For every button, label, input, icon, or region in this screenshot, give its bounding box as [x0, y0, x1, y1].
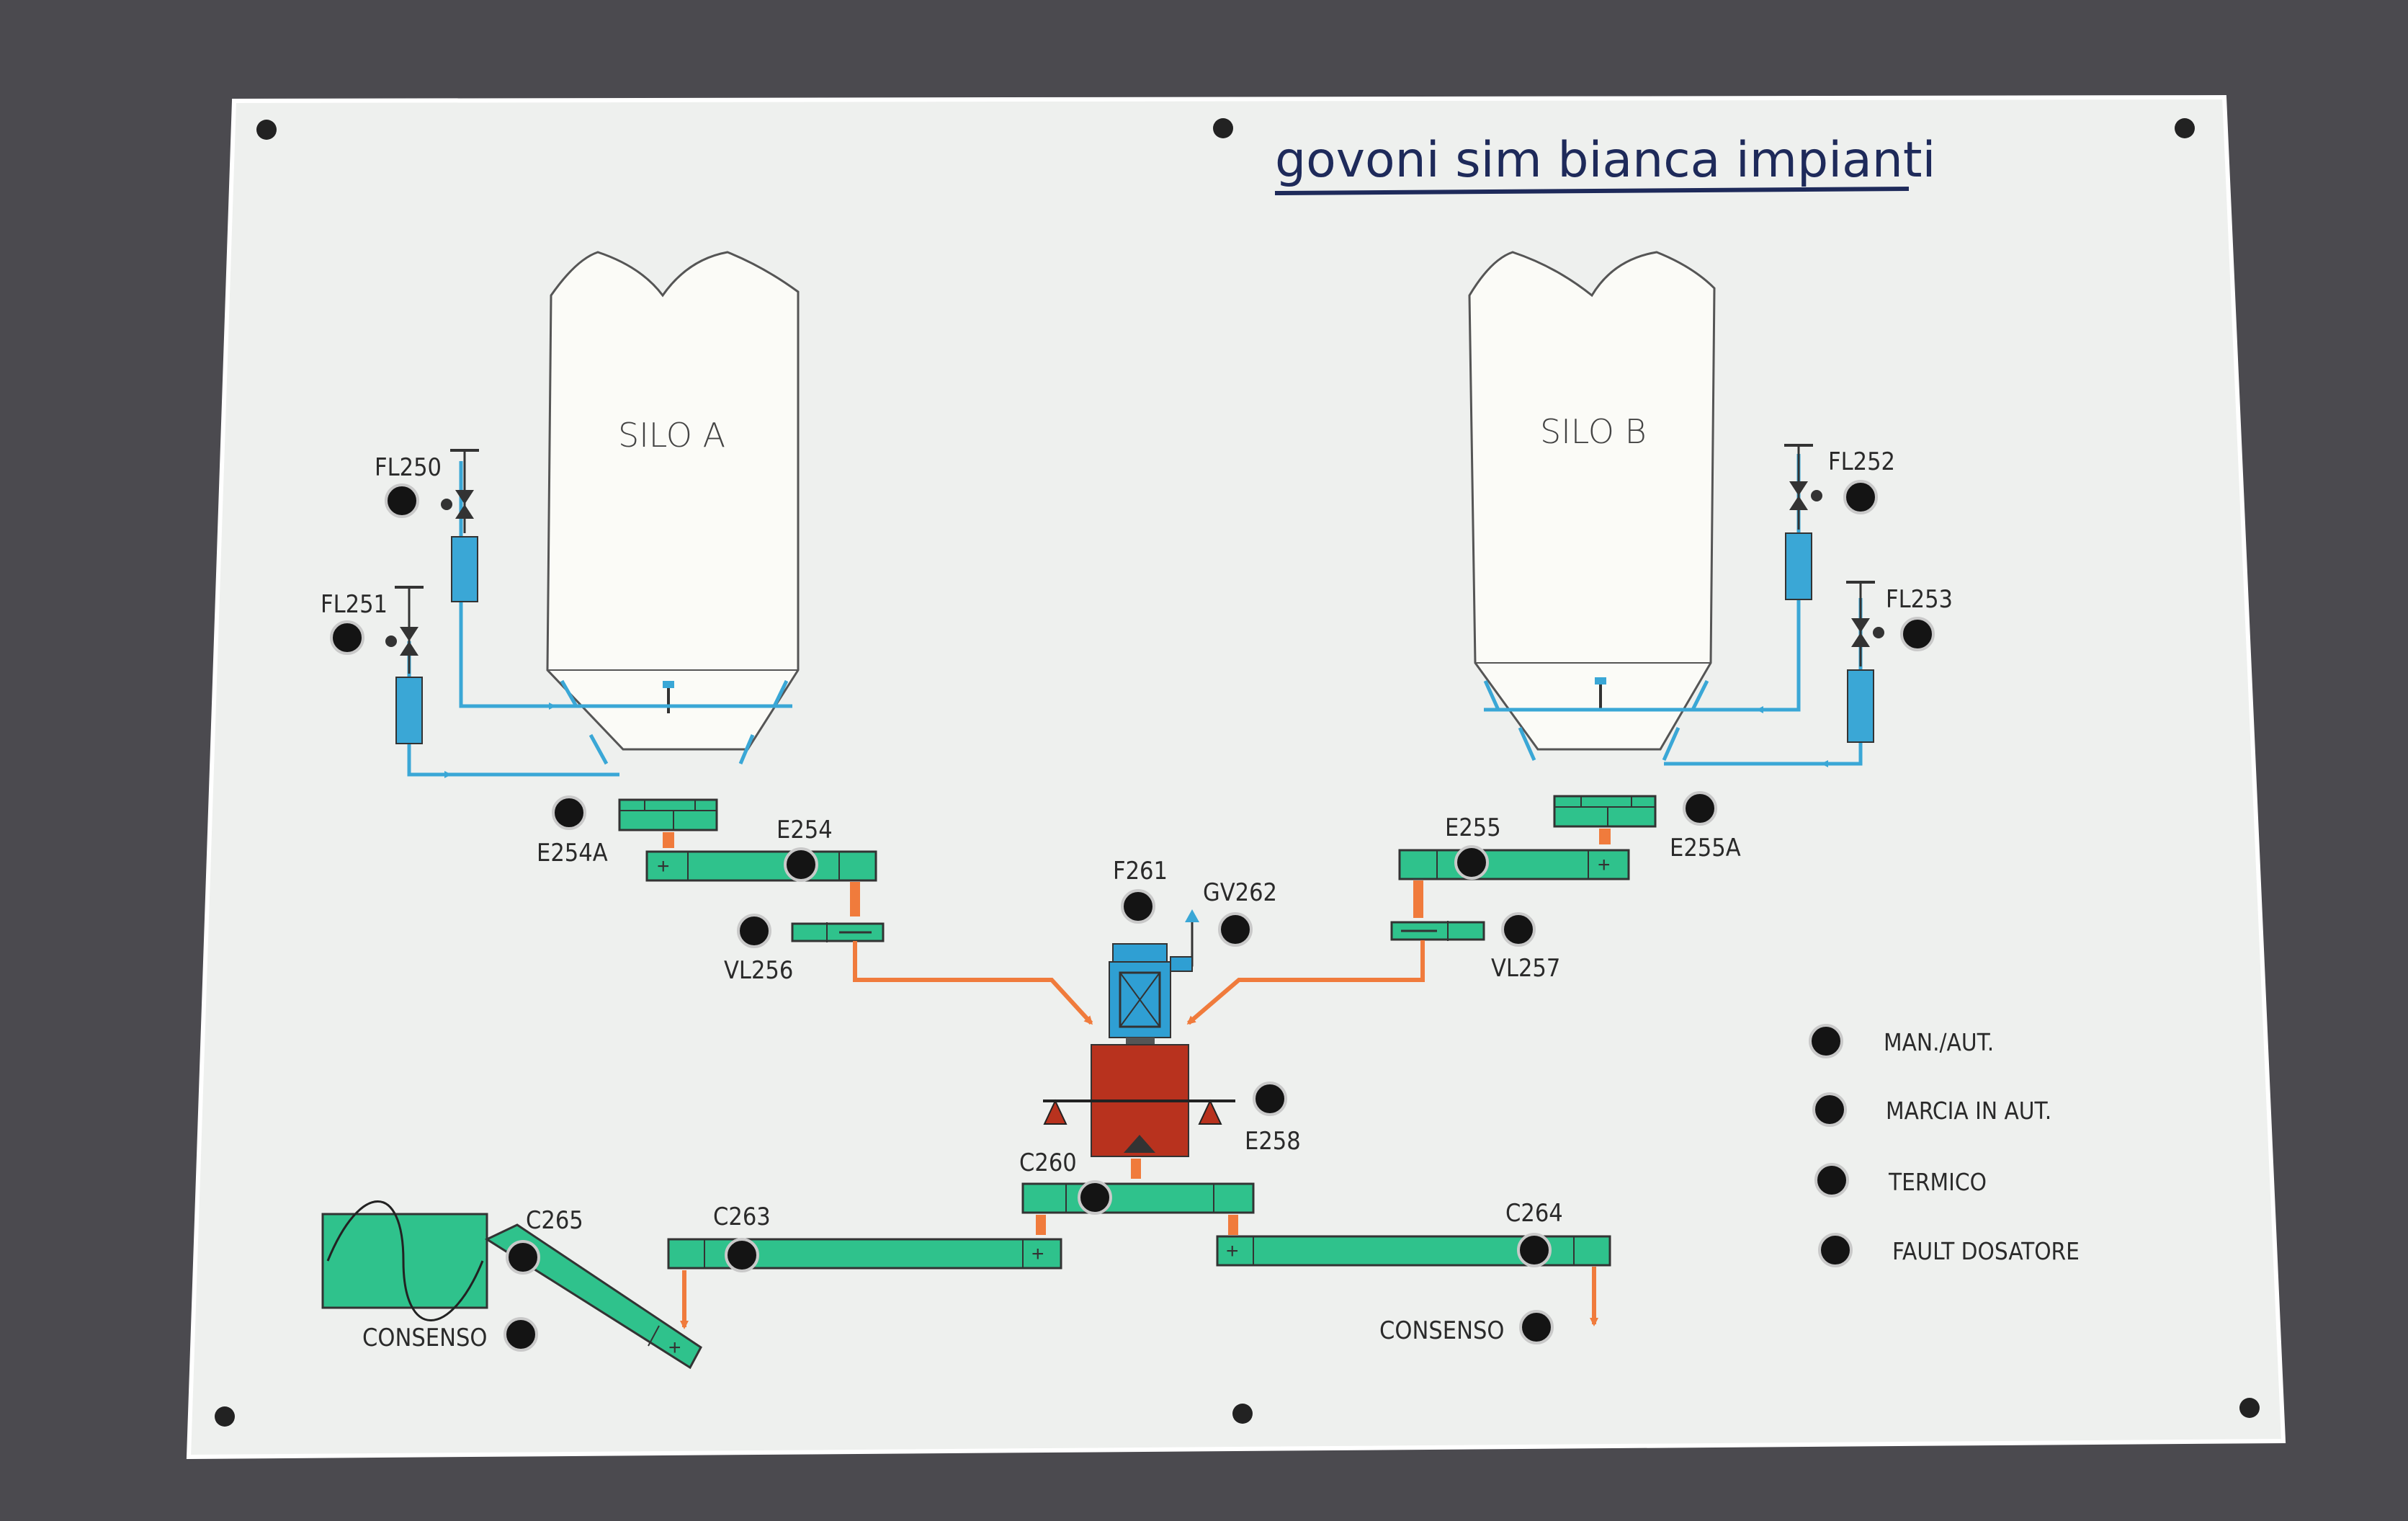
conveyor-c260 [1021, 1182, 1255, 1214]
title-underline [1274, 187, 1910, 195]
lamp-termico[interactable] [1814, 1163, 1849, 1197]
silo-a: SILO A [546, 251, 800, 751]
label-fl250: FL250 [375, 453, 442, 482]
svg-text:+: + [657, 855, 670, 878]
label-c265: C265 [526, 1206, 583, 1235]
lamp-consenso-right[interactable] [1519, 1310, 1554, 1344]
lamp-gv262[interactable] [1218, 912, 1253, 947]
lamp-vl256[interactable] [737, 914, 771, 948]
lamp-fault-dosatore[interactable] [1818, 1233, 1853, 1267]
silo-a-label: SILO A [618, 416, 725, 455]
silo-b-rotary-feeder [1553, 795, 1657, 828]
label-c264: C264 [1505, 1199, 1563, 1228]
lamp-c263[interactable] [725, 1238, 759, 1272]
label-consenso-right: CONSENSO [1379, 1316, 1504, 1345]
mixer-unit [1043, 909, 1235, 1179]
svg-text:+: + [1031, 1242, 1044, 1266]
lamp-e255[interactable] [1454, 845, 1489, 880]
label-fl253: FL253 [1886, 585, 1953, 614]
label-e254a: E254A [537, 839, 608, 867]
label-fl252: FL252 [1828, 447, 1895, 476]
lamp-fl253[interactable] [1900, 617, 1935, 651]
label-consenso-left: CONSENSO [362, 1324, 487, 1352]
label-f261: F261 [1113, 857, 1168, 886]
chute-left [853, 941, 1093, 1025]
legend-termico: TERMICO [1888, 1168, 1987, 1196]
mounting-screws [215, 118, 2260, 1427]
lamp-vl257[interactable] [1501, 912, 1536, 947]
label-gv262: GV262 [1203, 878, 1277, 907]
lamp-fl252[interactable] [1843, 480, 1878, 514]
chute-right [1186, 940, 1425, 1025]
lamp-consenso-left[interactable] [503, 1317, 538, 1352]
legend-marcia-in-aut: MARCIA IN AUT. [1886, 1097, 2051, 1125]
silo-b: SILO B [1468, 251, 1716, 751]
label-c263: C263 [713, 1203, 771, 1231]
panel-title: govoni sim bianca impianti [1275, 132, 1935, 189]
svg-text:+: + [1226, 1239, 1239, 1263]
lamp-e255a[interactable] [1683, 791, 1717, 826]
label-e258: E258 [1245, 1127, 1301, 1156]
svg-text:+: + [1598, 853, 1611, 877]
label-fl251: FL251 [321, 590, 388, 619]
conveyor-e254 [645, 850, 877, 882]
label-vl257: VL257 [1491, 954, 1560, 983]
label-e255: E255 [1445, 813, 1501, 842]
conveyor-e255 [1398, 849, 1630, 880]
label-vl256: VL256 [724, 956, 793, 985]
lamp-c264[interactable] [1517, 1233, 1552, 1267]
lamp-e258[interactable] [1253, 1081, 1287, 1116]
silo-a-rotary-feeder [618, 798, 718, 831]
legend-fault-dosatore: FAULT DOSATORE [1892, 1237, 2080, 1265]
lamp-man-aut[interactable] [1809, 1024, 1843, 1058]
lamp-e254[interactable] [784, 847, 818, 882]
label-e254: E254 [776, 816, 833, 844]
silo-b-label: SILO B [1540, 412, 1647, 451]
svg-text:+: + [668, 1336, 681, 1360]
lamp-f261[interactable] [1121, 889, 1155, 924]
lamp-c260[interactable] [1078, 1180, 1112, 1215]
lamp-fl250[interactable] [385, 483, 419, 518]
silo-a-air-lines [385, 449, 792, 778]
legend-man-aut: MAN./AUT. [1884, 1028, 1994, 1056]
conveyor-c265: + [321, 1200, 702, 1370]
silo-b-air-lines [1483, 444, 1884, 767]
lamp-c265[interactable] [506, 1240, 540, 1275]
label-e255a: E255A [1670, 834, 1741, 862]
lamp-marcia-in-aut[interactable] [1812, 1092, 1847, 1127]
lamp-e254a[interactable] [552, 795, 586, 830]
label-c260: C260 [1019, 1148, 1077, 1177]
lamp-fl251[interactable] [330, 620, 364, 655]
